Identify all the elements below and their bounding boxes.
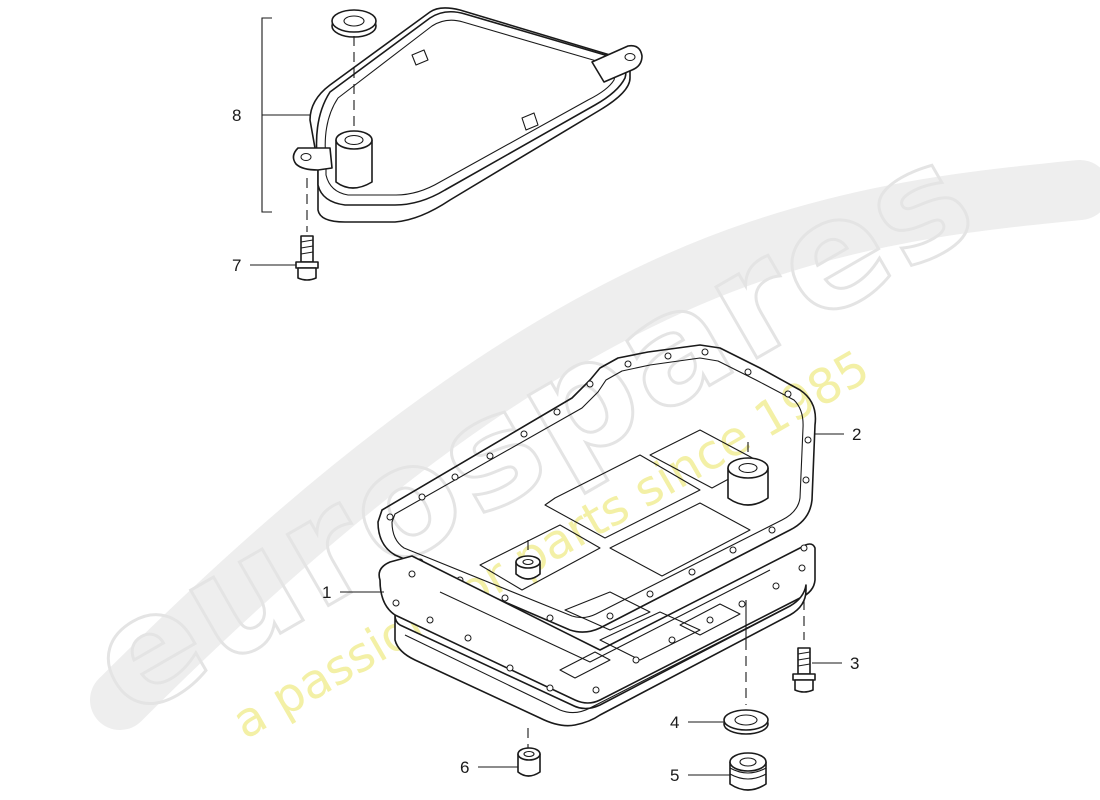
oil-pan-rib-a [439, 569, 771, 663]
callout-7: 7 [232, 256, 241, 275]
callout-4: 4 [670, 713, 679, 732]
gasket-hole [688, 568, 696, 576]
filter-seal-ring-top [331, 9, 377, 33]
pan-hole [668, 636, 676, 644]
filter-pickup-neck [335, 139, 373, 189]
gasket-hole [744, 368, 752, 376]
gasket-hole [784, 390, 792, 398]
filter-body-rim [324, 19, 616, 196]
leader-lines [250, 264, 844, 776]
pan-gasket-inner-edge [391, 357, 804, 619]
gasket-hole [553, 408, 561, 416]
watermark-swoosh [90, 160, 1100, 730]
filler-plug-socket [523, 750, 535, 758]
gasket-hole [451, 473, 459, 481]
pan-hole [800, 544, 808, 552]
filter-clip-b [521, 112, 539, 131]
pan-bolt-thread [797, 651, 811, 667]
filter-body-top [315, 10, 627, 206]
pan-hole [408, 570, 416, 578]
oil-pan-rib-d [559, 651, 611, 679]
gasket-hole [664, 352, 672, 360]
filter-seal-ring-bore [343, 15, 365, 27]
interior-boss-left-bore [522, 558, 534, 566]
interior-compartment-a [544, 454, 701, 539]
gasket-hole [646, 590, 654, 598]
gasket-hole [546, 614, 554, 622]
gasket-hole [586, 380, 594, 388]
filler-plug-top [517, 747, 541, 761]
pan-hole [738, 600, 746, 608]
callout-2: 2 [852, 425, 861, 444]
oil-pan-rib-e [679, 603, 741, 636]
sealing-ring-bore [734, 714, 758, 726]
pan-hole [392, 599, 400, 607]
drain-plug-socket [739, 757, 757, 767]
pan-hole [464, 634, 472, 642]
gasket-hole [701, 348, 709, 356]
filter-pickup-top [335, 130, 373, 150]
interior-boss-left-top [515, 555, 541, 569]
gasket-hole [606, 612, 614, 620]
filter-pickup-bore [344, 134, 364, 146]
filter-side-tab [292, 147, 333, 171]
filter-bolt [295, 178, 319, 281]
callouts: 1 2 3 4 5 6 7 8 [232, 106, 861, 785]
pan-hole [706, 616, 714, 624]
interior-boss-right-bore [738, 462, 758, 474]
callout-8: 8 [232, 106, 241, 125]
interior-compartment-d [479, 524, 601, 591]
filter-tab-hole [624, 53, 636, 61]
sealing-ring-top [723, 709, 769, 731]
gasket-hole [418, 493, 426, 501]
oil-pan-rib-c [599, 611, 701, 661]
pan-bolt-head [794, 679, 814, 693]
drain-plug-thread [729, 767, 767, 780]
gasket-hole [802, 476, 810, 484]
pan-hole [546, 684, 554, 692]
pan-hole [592, 686, 600, 694]
gasket-hole [624, 360, 632, 368]
drain-plug [729, 752, 767, 791]
filter-bolt-flange [295, 261, 319, 269]
oil-pan-interior [479, 429, 769, 591]
filter-bolt-thread [300, 239, 314, 255]
pan-hole [506, 664, 514, 672]
gasket-hole [486, 452, 494, 460]
pan-hole [772, 582, 780, 590]
pan-bolt [792, 600, 816, 693]
oil-pan-rib-b [564, 591, 651, 631]
gasket-hole [729, 546, 737, 554]
pan-hole [632, 656, 640, 664]
interior-compartment-b [609, 502, 751, 577]
sealing-ring [723, 640, 769, 735]
interior-boss-right-top [727, 457, 769, 479]
pan-hole [798, 564, 806, 572]
gasket-hole [520, 430, 528, 438]
filter-bolt-head [297, 267, 317, 281]
oil-pan-floor-line [404, 605, 791, 714]
oil-pan-bowl [394, 584, 807, 727]
oil-pan-bolt-holes [392, 544, 808, 694]
pan-gasket-outer-edge [377, 344, 817, 633]
gasket-hole [804, 436, 812, 444]
pan-bolt-flange [792, 673, 816, 681]
callout-1: 1 [322, 583, 331, 602]
filler-plug [517, 728, 541, 777]
oil-pan [378, 543, 816, 727]
gasket-hole [386, 513, 394, 521]
callout-3: 3 [850, 654, 859, 673]
gasket-hole [501, 594, 509, 602]
filter-side-tab-hole [300, 153, 312, 161]
drain-plug-top [729, 752, 767, 772]
callout-5: 5 [670, 766, 679, 785]
callout-6: 6 [460, 758, 469, 777]
oil-filter-assembly [261, 7, 643, 223]
pan-hole [426, 616, 434, 624]
filter-clip-a [411, 49, 429, 66]
gasket-hole [768, 526, 776, 534]
